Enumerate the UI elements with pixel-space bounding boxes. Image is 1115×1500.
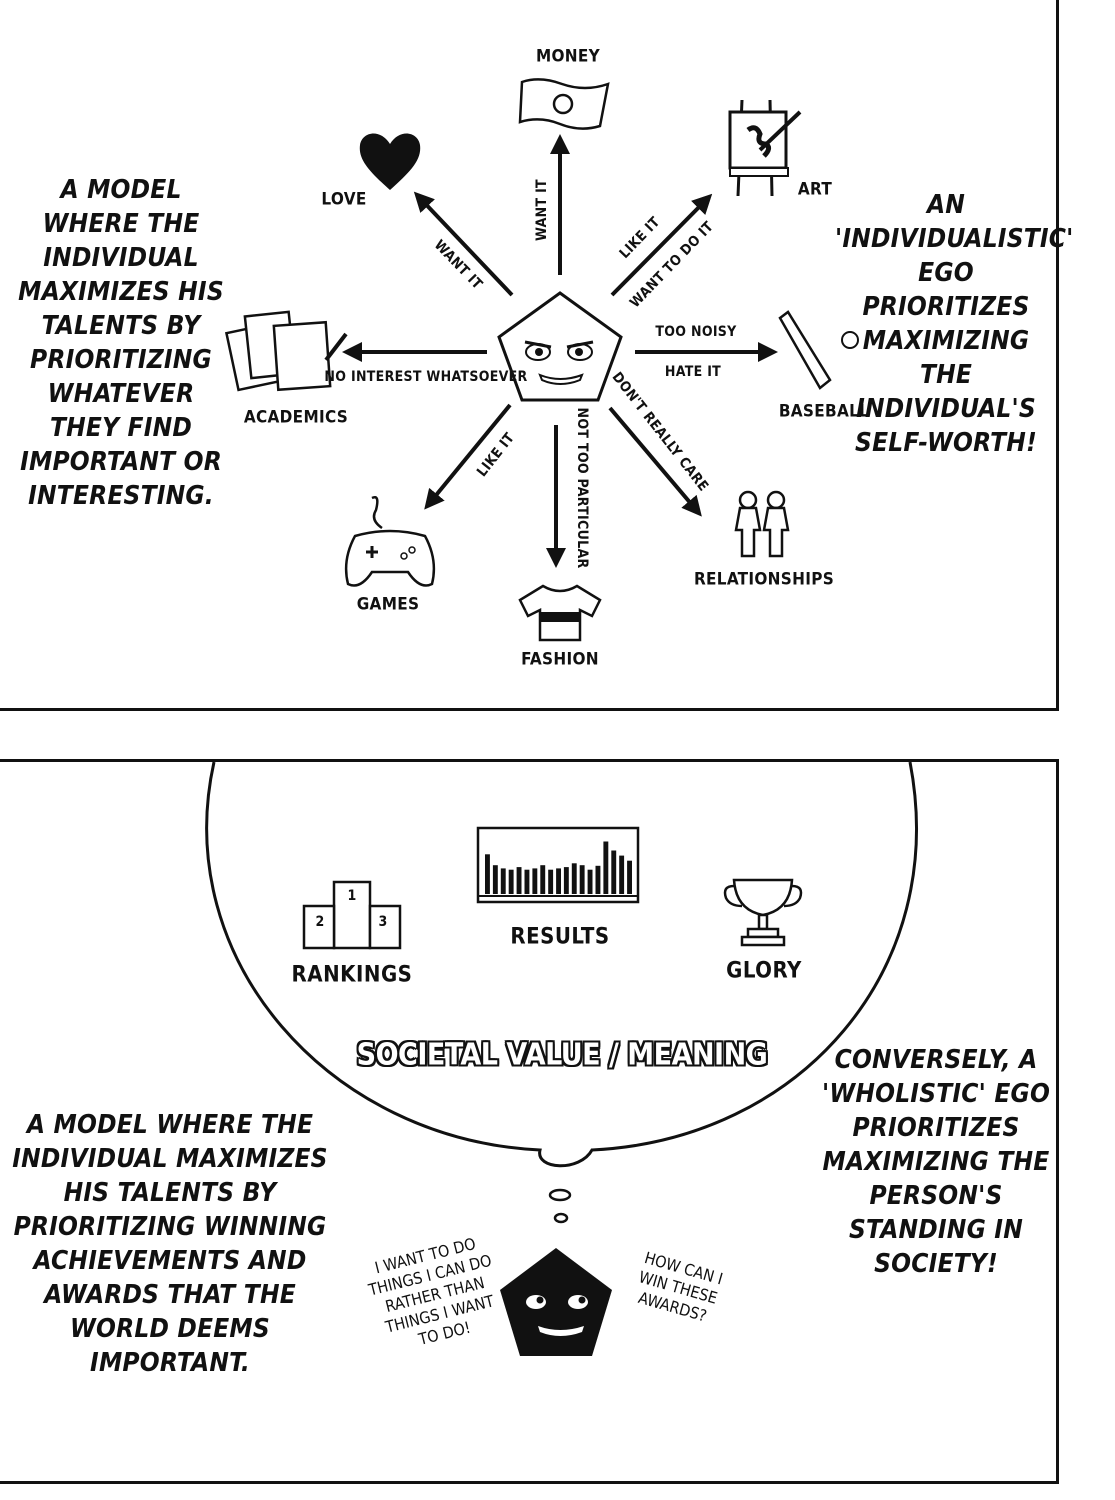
node-games: GAMES (356, 594, 420, 615)
results-bar (563, 867, 569, 894)
easel-icon (728, 99, 802, 197)
label-no-interest: NO INTEREST WHATSOEVER (324, 369, 528, 385)
podium-icon (302, 880, 402, 950)
node-love: LOVE (321, 189, 367, 210)
node-art: ART (797, 179, 833, 200)
node-academics: ACADEMICS (243, 407, 349, 428)
podium-first: 1 (347, 888, 357, 904)
results-bar (524, 869, 530, 894)
results-bar (492, 865, 498, 894)
gamepad-icon (344, 496, 436, 587)
thought-dot-large (548, 1188, 572, 1202)
label-hate-it: HATE IT (664, 364, 722, 380)
label-glory: GLORY (726, 958, 802, 984)
tshirt-icon (518, 584, 602, 642)
people-icon (734, 490, 790, 558)
results-bar (627, 860, 632, 894)
banner-societal-value: SOCIETAL VALUE / MEANING (356, 1037, 768, 1073)
node-money: MONEY (535, 46, 601, 67)
results-bar (571, 863, 577, 894)
thought-bubble (205, 761, 918, 1168)
label-results: RESULTS (510, 924, 610, 950)
caption-wholistic-model: A model where the individual maximizes h… (12, 1110, 328, 1378)
caption-individualistic-ego: An 'individualistic' ego prioritizes max… (835, 190, 1074, 458)
results-bar (603, 841, 609, 894)
results-bar (516, 867, 522, 894)
node-fashion: FASHION (521, 649, 599, 670)
arrow-relationships (608, 406, 702, 517)
baseball-icon (778, 310, 859, 390)
results-bar (595, 865, 601, 894)
caption-wholistic-ego: Conversely, a 'wholistic' ego prioritize… (821, 1045, 1051, 1279)
label-rankings: RANKINGS (291, 962, 413, 988)
results-bar (508, 869, 514, 894)
results-bar (532, 868, 538, 894)
podium-third: 3 (378, 914, 388, 930)
flag-icon (518, 78, 610, 130)
results-bar (619, 855, 625, 894)
arrow-games (424, 403, 512, 510)
arrow-art (610, 193, 713, 297)
results-bar (540, 865, 546, 894)
results-bar (548, 869, 554, 894)
podium-second: 2 (315, 914, 325, 930)
results-bar (500, 868, 506, 894)
pentagon-character (497, 291, 623, 402)
heart-icon (359, 133, 421, 190)
results-bar (611, 850, 617, 894)
node-baseball: BASEBALL (778, 401, 870, 422)
caption-individualistic-model: A model where the individual maximizes h… (18, 175, 224, 511)
arrow-love (413, 191, 514, 297)
node-relationships: RELATIONSHIPS (693, 569, 835, 590)
top-diagram-art (224, 78, 859, 642)
pentagon-character-dark (500, 1248, 612, 1356)
papers-icon (224, 310, 348, 392)
results-bar (556, 868, 561, 894)
results-bar (485, 854, 490, 894)
label-too-noisy: TOO NOISY (655, 324, 737, 340)
trophy-icon (723, 878, 803, 947)
thought-dot-small (553, 1212, 569, 1224)
results-bar (587, 869, 593, 894)
results-bar (579, 865, 585, 894)
